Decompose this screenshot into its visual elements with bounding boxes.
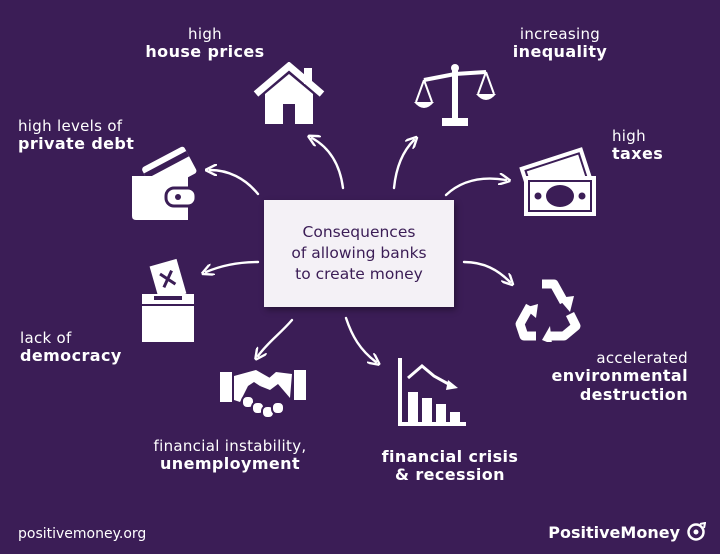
- label-private-debt: high levels of private debt: [18, 117, 178, 154]
- arrow-inequality: [392, 140, 414, 190]
- inequality-top: increasing: [519, 25, 601, 43]
- environment-main-2: destruction: [579, 384, 688, 404]
- instability-top: financial instability,: [153, 437, 307, 455]
- brand-name: PositiveMoney: [548, 522, 680, 542]
- label-house-prices: high house prices: [130, 25, 280, 62]
- taxes-main: taxes: [612, 144, 664, 164]
- inequality-main: inequality: [512, 42, 608, 62]
- arrow-democracy: [206, 260, 260, 272]
- label-taxes: high taxes: [612, 127, 702, 164]
- center-line-3: to create money: [295, 264, 423, 283]
- house-prices-top: high: [188, 25, 222, 43]
- environment-top: accelerated: [596, 349, 688, 367]
- ballot-box-icon: [142, 258, 194, 342]
- taxes-top: high: [612, 127, 646, 145]
- arrow-crisis: [344, 316, 376, 362]
- footer-url: positivemoney.org: [18, 526, 147, 542]
- recycle-icon: [515, 279, 581, 342]
- brand: PositiveMoney: [548, 522, 706, 542]
- center-box: Consequences of allowing banks to create…: [264, 200, 454, 307]
- crisis-main-2: & recession: [395, 465, 505, 485]
- arrow-environment: [462, 260, 510, 282]
- label-inequality: increasing inequality: [490, 25, 630, 62]
- private-debt-top: high levels of: [18, 117, 123, 135]
- label-instability: financial instability, unemployment: [140, 437, 320, 474]
- instability-main: unemployment: [159, 454, 301, 474]
- center-line-2: of allowing banks: [291, 244, 427, 263]
- democracy-top: lack of: [20, 329, 72, 347]
- falling-chart-icon: [398, 358, 466, 426]
- brand-logo-icon: [687, 522, 706, 541]
- label-environment: accelerated environmental destruction: [528, 349, 688, 404]
- private-debt-main: private debt: [18, 134, 135, 154]
- arrow-taxes: [444, 179, 506, 197]
- label-democracy: lack of democracy: [20, 329, 150, 366]
- scales-icon: [414, 64, 496, 126]
- environment-main-1: environmental: [551, 366, 688, 386]
- wallet-icon: [132, 146, 198, 220]
- house-prices-main: house prices: [145, 42, 265, 62]
- label-crisis: financial crisis & recession: [370, 447, 530, 485]
- house-icon: [253, 62, 325, 124]
- banknotes-icon: [519, 147, 596, 216]
- arrow-house-prices: [312, 138, 345, 190]
- democracy-main: democracy: [20, 346, 122, 366]
- arrow-instability: [258, 318, 294, 356]
- arrow-private-debt: [210, 170, 260, 196]
- crisis-main-1: financial crisis: [381, 447, 519, 466]
- handshake-icon: [220, 370, 306, 419]
- center-line-1: Consequences: [302, 223, 416, 242]
